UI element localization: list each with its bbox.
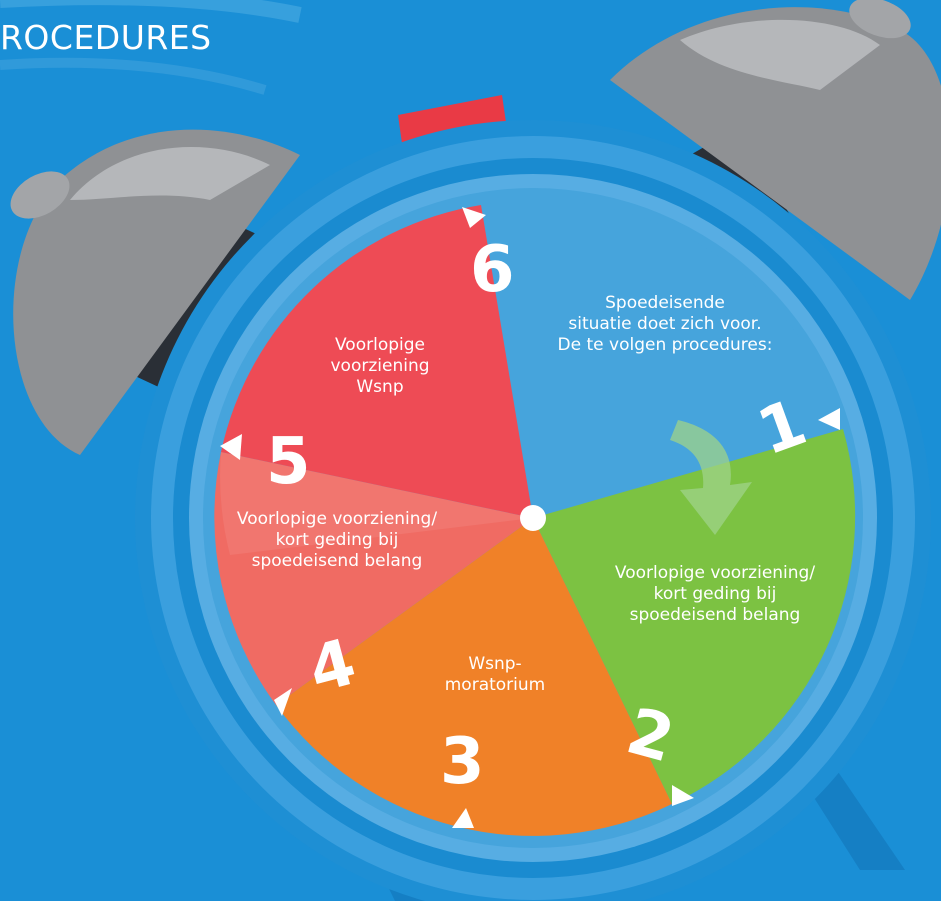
- step-number-3: 3: [440, 725, 485, 799]
- segment-step-2: [533, 429, 856, 804]
- marker-3: [452, 808, 474, 828]
- step-2-label: Voorlopige voorziening/ kort geding bij …: [614, 563, 816, 625]
- decorative-arc: [0, 0, 302, 23]
- step-6-label: Voorlopige voorziening Wsnp: [330, 335, 430, 397]
- step-number-6: 6: [470, 233, 515, 307]
- left-bell-icon: [10, 129, 300, 455]
- intro-text: Spoedeisende situatie doet zich voor. De…: [557, 293, 773, 355]
- step-3-label: Wsnp- moratorium: [444, 654, 546, 695]
- marker-2: [672, 785, 694, 806]
- center-dot: [520, 505, 546, 531]
- page-title: ROCEDURES: [0, 18, 212, 57]
- marker-1: [818, 408, 840, 430]
- segment-start: [481, 199, 843, 518]
- marker-4: [274, 688, 292, 716]
- marker-5: [220, 434, 242, 460]
- step-number-5: 5: [266, 425, 311, 499]
- marker-6: [462, 207, 486, 228]
- segment-step-3: [276, 518, 672, 836]
- segment-step-6: [221, 205, 533, 518]
- segment-overlay: [220, 452, 534, 555]
- decorative-arc: [0, 57, 267, 95]
- curved-arrow-icon: [670, 420, 752, 535]
- segment-step-4: [214, 452, 534, 705]
- step-4-label: Voorlopige voorziening/ kort geding bij …: [236, 509, 438, 571]
